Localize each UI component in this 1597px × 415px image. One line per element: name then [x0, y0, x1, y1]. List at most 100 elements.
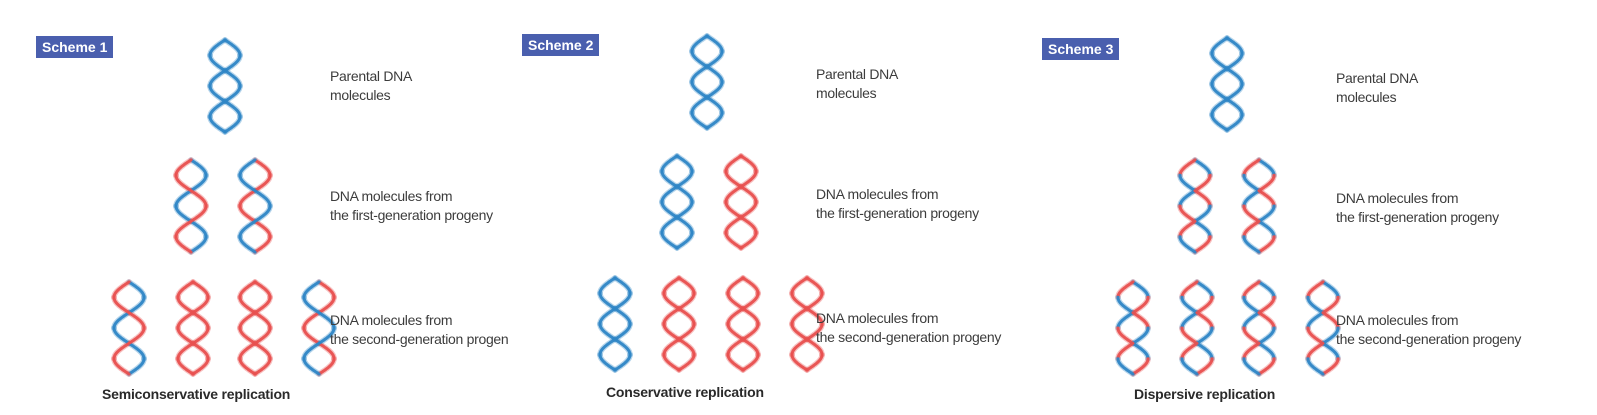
dna-strand — [739, 215, 758, 235]
dna-molecule — [237, 157, 273, 255]
dna-strand — [805, 276, 824, 295]
label-line-2: molecules — [1336, 89, 1397, 105]
dna-strand — [660, 200, 679, 219]
dna-strand — [790, 337, 809, 357]
dna-strand — [660, 169, 679, 189]
dna-strand — [1178, 204, 1197, 223]
dna-strand — [662, 322, 681, 341]
dna-strand — [726, 337, 745, 357]
dna-strand — [317, 280, 336, 299]
dna-strand — [1180, 311, 1199, 330]
dna-strand — [677, 291, 696, 311]
dna-strand — [598, 276, 617, 295]
dna-strand — [253, 173, 272, 193]
dna-strand — [208, 53, 227, 73]
dna-strand — [238, 280, 257, 299]
dna-strand — [1193, 204, 1212, 223]
dna-strand — [1131, 295, 1150, 315]
dna-strand — [1210, 82, 1229, 101]
dna-strand — [238, 173, 257, 193]
dna-strand — [1193, 158, 1212, 177]
dna-strand — [705, 65, 724, 84]
dna-strand — [726, 307, 745, 326]
dna-strand — [302, 357, 321, 376]
dna-strand — [1131, 311, 1150, 330]
dna-strand — [238, 357, 257, 376]
row-label-first-generation: DNA molecules from the first-generation … — [330, 187, 493, 225]
dna-strand — [1116, 326, 1135, 345]
dna-strand — [805, 322, 824, 341]
dna-strand — [1180, 295, 1199, 315]
dna-strand — [174, 219, 193, 239]
dna-strand — [302, 295, 321, 315]
dna-strand — [1210, 97, 1229, 117]
dna-strand — [1306, 341, 1325, 361]
dna-strand — [302, 280, 321, 299]
dna-strand — [790, 353, 809, 372]
dna-strand — [660, 231, 679, 250]
dna-strand — [208, 69, 227, 88]
label-line-1: DNA molecules from — [330, 312, 453, 328]
dna-strand — [127, 341, 146, 361]
dna-strand — [741, 353, 760, 372]
dna-strand — [223, 99, 242, 119]
dna-strand — [1131, 280, 1150, 299]
dna-strand — [1321, 341, 1340, 361]
dna-molecule — [237, 279, 273, 377]
label-line-2: molecules — [816, 85, 877, 101]
dna-molecule — [1305, 279, 1341, 377]
dna-molecule — [723, 153, 759, 251]
label-line-2: molecules — [330, 87, 391, 103]
dna-strand — [1225, 36, 1244, 55]
dna-strand — [690, 111, 709, 130]
dna-strand — [1257, 189, 1276, 208]
dna-strand — [726, 353, 745, 372]
dna-strand — [1178, 158, 1197, 177]
label-line-2: the first-generation progeny — [330, 207, 493, 223]
dna-strand — [1257, 280, 1276, 299]
dna-strand — [208, 115, 227, 134]
scheme-badge: Scheme 1 — [36, 36, 114, 58]
dna-strand — [662, 337, 681, 357]
label-line-1: Parental DNA — [1336, 70, 1418, 86]
dna-strand — [726, 276, 745, 295]
row-label-second-generation: DNA molecules from the second-generation… — [330, 311, 509, 349]
dna-strand — [1242, 311, 1261, 330]
dna-strand — [253, 204, 272, 223]
dna-molecule — [207, 37, 243, 135]
dna-molecule — [689, 33, 725, 131]
dna-strand — [598, 337, 617, 357]
dna-strand — [1210, 36, 1229, 55]
dna-strand — [253, 219, 272, 239]
dna-strand — [174, 204, 193, 223]
dna-strand — [238, 311, 257, 330]
dna-strand — [1116, 357, 1135, 376]
dna-strand — [127, 311, 146, 330]
dna-strand — [1116, 280, 1135, 299]
dna-strand — [1116, 295, 1135, 315]
dna-strand — [253, 326, 272, 345]
dna-strand — [805, 353, 824, 372]
label-line-1: Parental DNA — [330, 68, 412, 84]
dna-strand — [726, 322, 745, 341]
dna-strand — [208, 84, 227, 103]
dna-strand — [253, 357, 272, 376]
dna-strand — [1195, 311, 1214, 330]
dna-strand — [1321, 295, 1340, 315]
dna-strand — [724, 200, 743, 219]
dna-strand — [1242, 235, 1261, 254]
label-line-2: the second-generation progeny — [1336, 331, 1522, 347]
dna-strand — [1257, 219, 1276, 239]
dna-strand — [1321, 311, 1340, 330]
dna-strand — [238, 235, 257, 254]
label-line-1: DNA molecules from — [816, 186, 939, 202]
dna-strand — [613, 353, 632, 372]
dna-molecule — [1179, 279, 1215, 377]
dna-strand — [238, 219, 257, 239]
dna-strand — [705, 34, 724, 53]
dna-strand — [317, 326, 336, 345]
helix-area — [597, 33, 825, 373]
dna-strand — [112, 341, 131, 361]
dna-strand — [1116, 311, 1135, 330]
